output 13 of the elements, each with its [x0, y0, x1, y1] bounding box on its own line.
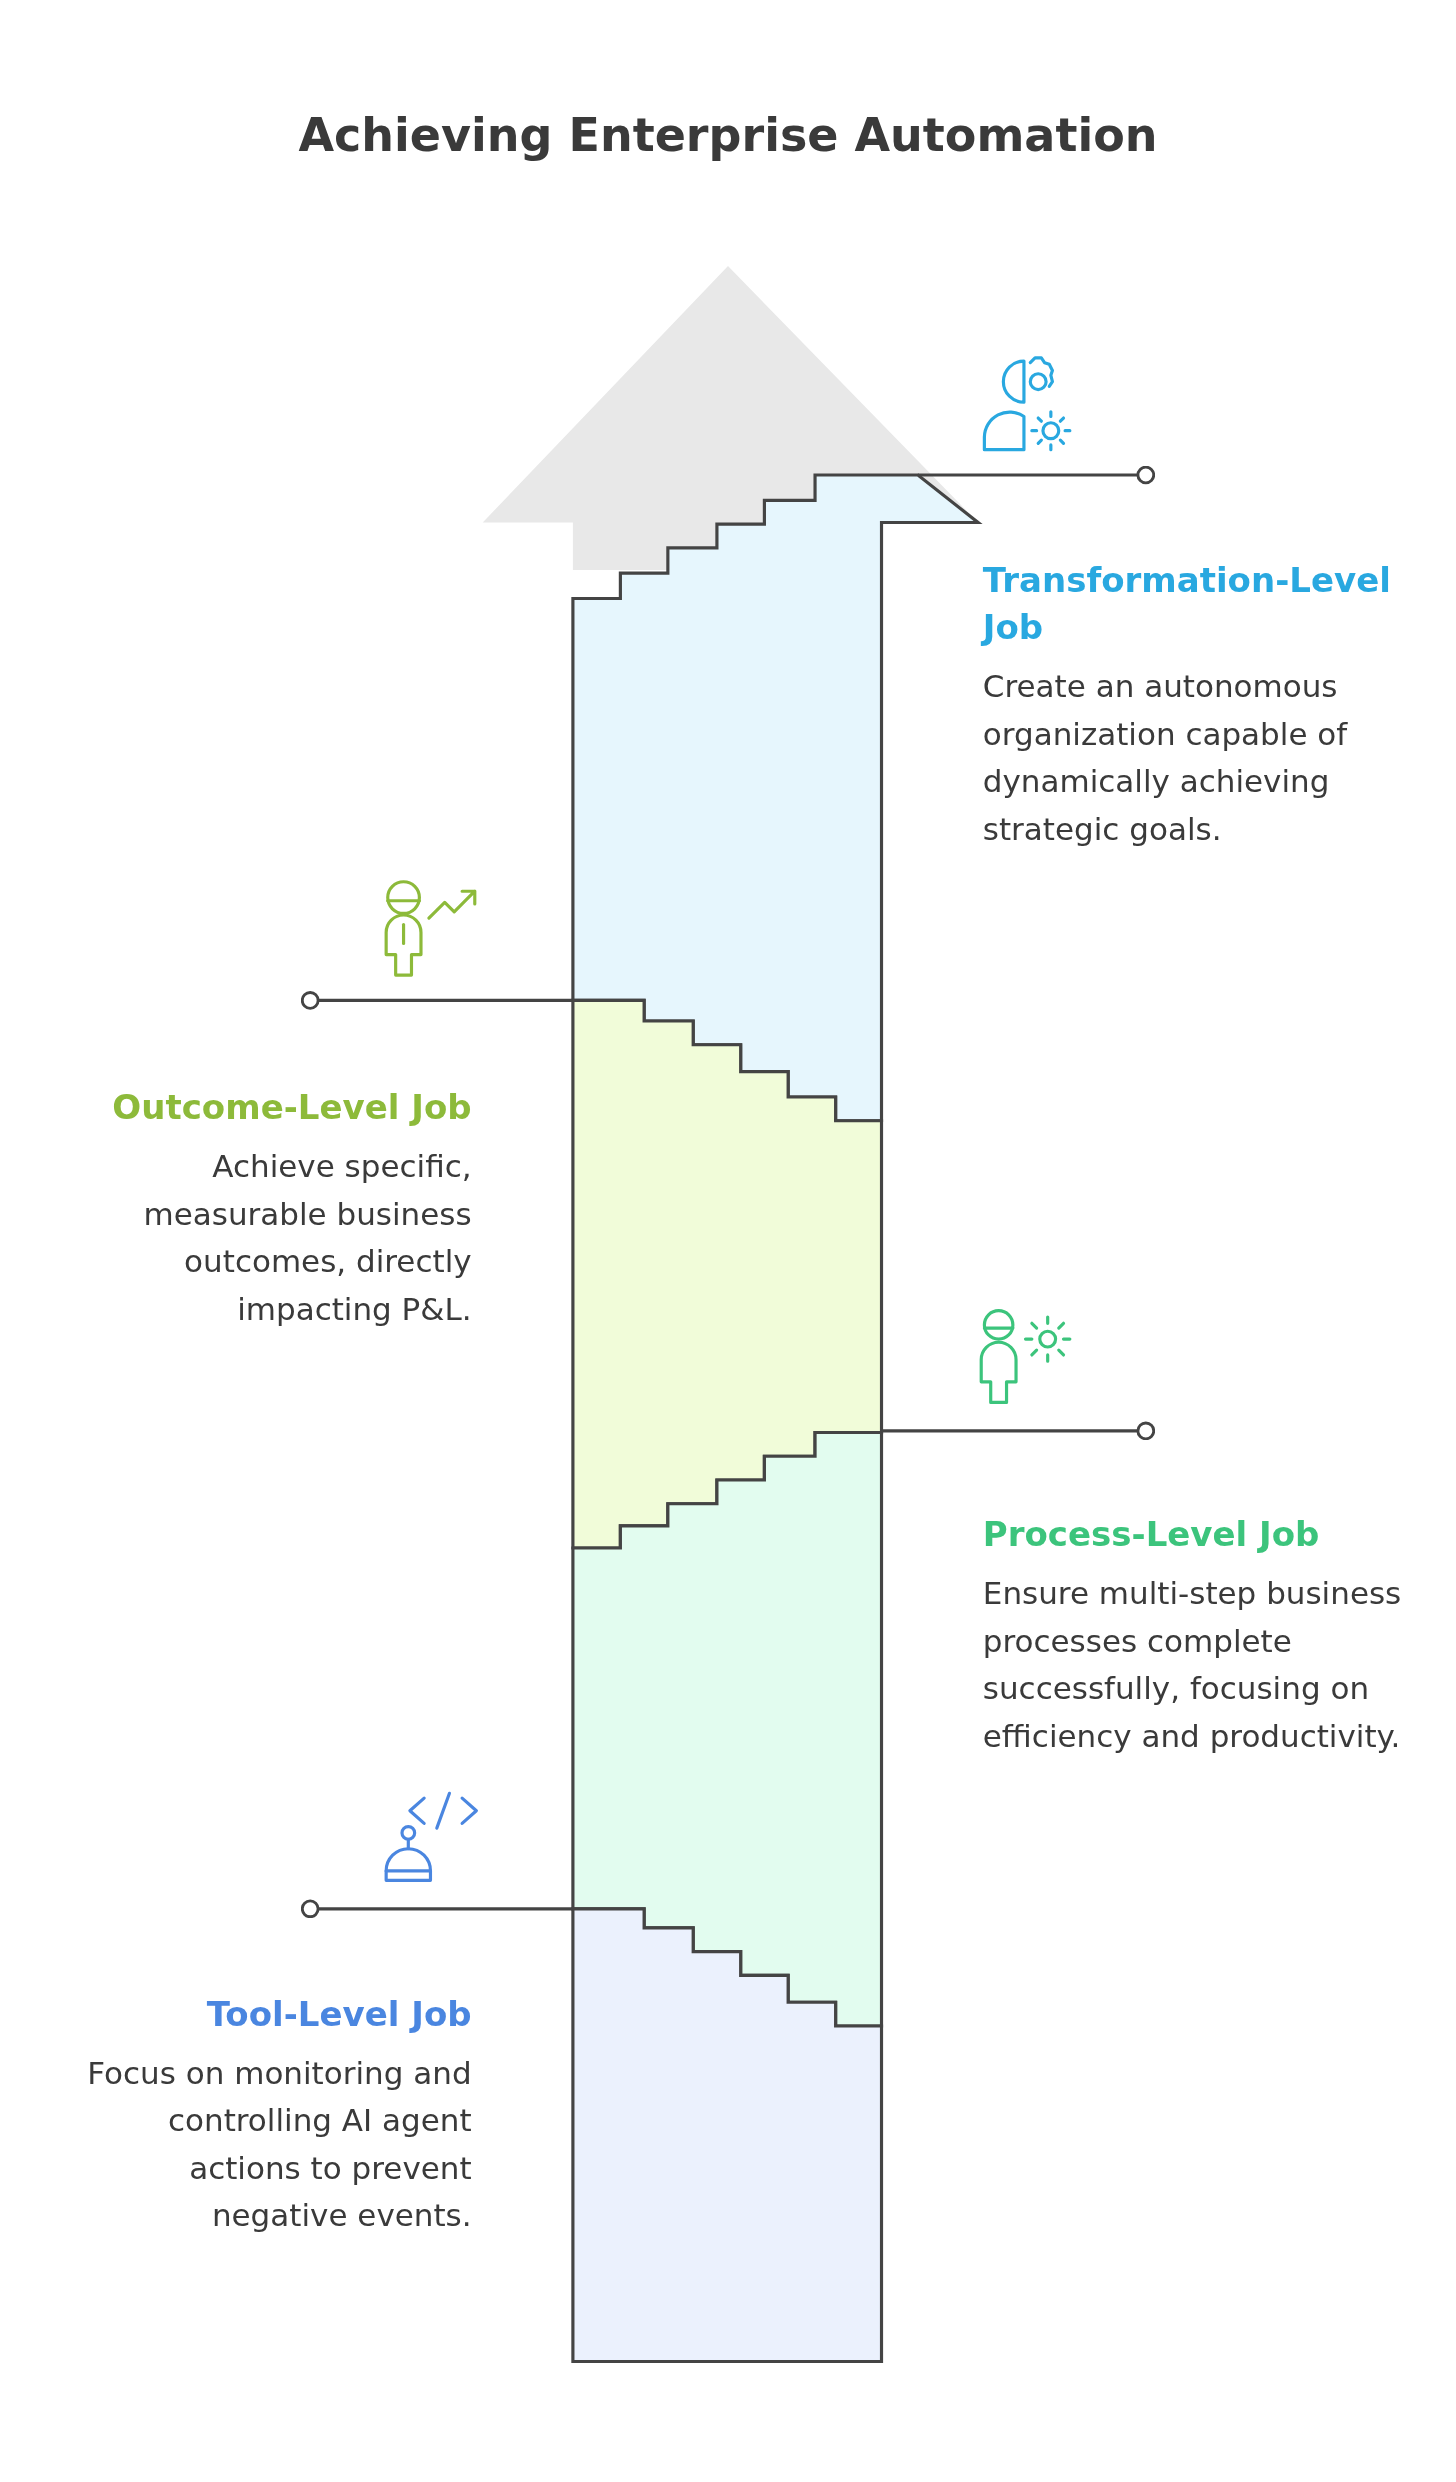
job-body-text: Create an autonomous organization capable of dynamically achieving strategic goals. [982, 667, 1349, 849]
job-heading: Outcome-Level Job [111, 1086, 472, 1130]
job-body-text: Ensure multi-step business processes complete successfully, focusing on efficiency and productivity. [982, 1574, 1403, 1756]
leader-line [300, 1899, 573, 1919]
leader-line [881, 1421, 1156, 1441]
title: Achieving Enterprise Automation [297, 108, 1159, 162]
job-heading: Transformation-Level Job [982, 559, 1392, 650]
job-body-text: Focus on monitoring and controlling AI agent actions to prevent negative events. [86, 2053, 472, 2236]
job-heading: Process-Level Job [982, 1513, 1321, 1557]
job-body-text: Achieve specific, measurable business outcomes, directly impacting P&L. [142, 1147, 472, 1329]
leader-line [300, 991, 573, 1010]
job-heading: Tool-Level Job [205, 1992, 472, 2036]
leader-line [917, 465, 1156, 485]
